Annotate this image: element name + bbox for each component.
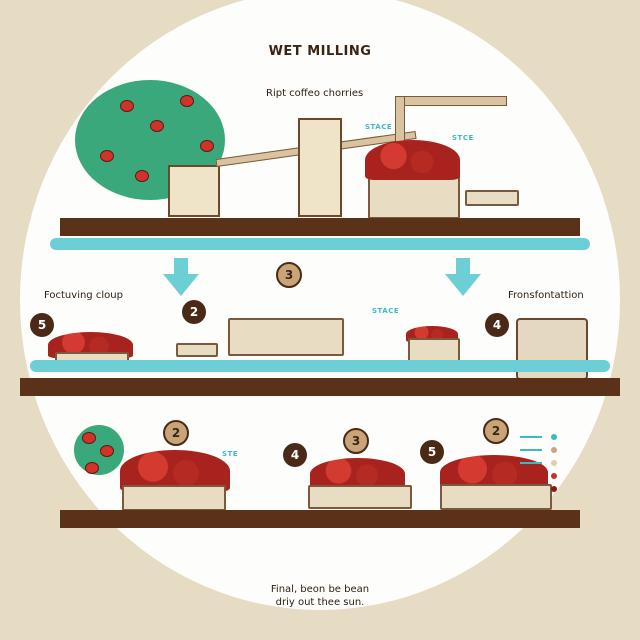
final-caption: Final, beon be bean driy out thee sun.	[0, 583, 640, 609]
step-badge: 2	[163, 420, 189, 446]
left-label: Foctuving cloup	[44, 290, 123, 301]
legend-dot	[551, 447, 557, 453]
final-caption-line1: Final, beon be bean	[270, 584, 370, 595]
cherry-icon	[100, 150, 114, 162]
step-badge: 4	[283, 443, 307, 467]
water-stream	[50, 238, 590, 250]
ground-strip	[60, 218, 580, 236]
legend-dot	[551, 486, 557, 492]
cherry-pile	[365, 140, 460, 180]
cherry-icon	[135, 170, 149, 182]
small-hopper	[176, 343, 218, 357]
stage-tag: STACE	[365, 123, 393, 131]
coffee-sapling	[74, 425, 124, 475]
funnel	[408, 338, 460, 362]
down-arrow-icon	[163, 274, 199, 296]
cherry-icon	[85, 462, 99, 474]
down-arrow-stem	[174, 258, 188, 276]
stage-tag: STCE	[452, 134, 474, 142]
drying-bed	[308, 485, 412, 509]
cherry-icon	[180, 95, 194, 107]
cherry-icon	[100, 445, 114, 457]
ground-strip	[60, 510, 580, 528]
legend-dot	[551, 434, 557, 440]
drying-bed	[440, 484, 552, 510]
step-badge: 3	[343, 428, 369, 454]
stage-tag: STACE	[372, 307, 400, 315]
step-badge: 2	[182, 300, 206, 324]
step-badge: 4	[485, 313, 509, 337]
right-label: Fronsfontattion	[508, 290, 584, 301]
cherry-icon	[82, 432, 96, 444]
top-label: Ript coffeo chorries	[266, 88, 364, 99]
step-badge: 3	[276, 262, 302, 288]
legend-line	[520, 449, 542, 451]
farm-house	[168, 165, 220, 217]
step-badge: 5	[420, 440, 444, 464]
pulping-machine	[228, 318, 344, 356]
water-stream	[30, 360, 610, 372]
fermentation-tank	[368, 175, 460, 219]
water-pipe	[395, 96, 507, 106]
stage-tag: STE	[222, 450, 239, 458]
hopper	[465, 190, 519, 206]
drying-bed	[122, 485, 226, 511]
legend-line	[520, 436, 542, 438]
down-arrow-icon	[445, 274, 481, 296]
legend-line	[520, 462, 542, 464]
down-arrow-stem	[456, 258, 470, 276]
cherry-icon	[120, 100, 134, 112]
ground-strip	[20, 378, 620, 396]
final-caption-line2: driy out thee sun.	[275, 597, 365, 608]
step-badge: 5	[30, 313, 54, 337]
diagram-title: WET MILLING	[268, 44, 372, 59]
legend-dot	[551, 460, 557, 466]
cherry-icon	[150, 120, 164, 132]
legend-dot	[551, 473, 557, 479]
step-badge: 2	[483, 418, 509, 444]
processing-tower	[298, 118, 342, 217]
cherry-pile	[310, 458, 405, 490]
cherry-icon	[200, 140, 214, 152]
